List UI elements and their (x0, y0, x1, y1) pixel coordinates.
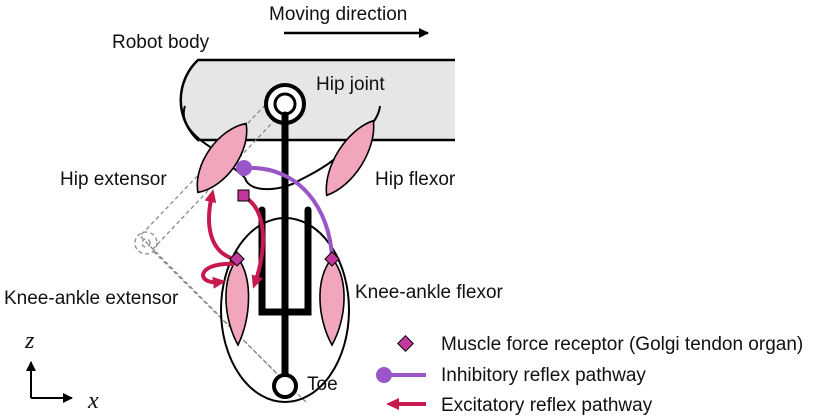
moving-direction-label: Moving direction (269, 4, 407, 25)
excitatory-pathways (201, 189, 265, 289)
hip-extensor-receptor (237, 189, 250, 202)
hip-flexor-label: Hip flexor (375, 169, 456, 190)
muscles (196, 119, 375, 347)
hip-extensor-label: Hip extensor (60, 169, 167, 190)
inhibitory-pathway (236, 160, 334, 259)
hip-joint-label: Hip joint (316, 74, 385, 95)
force-receptors (229, 189, 340, 267)
knee-ankle-extensor-receptor (229, 251, 245, 267)
z-axis-label: z (24, 328, 35, 354)
knee-ankle-extensor-muscle (225, 256, 250, 347)
legend-receptor-icon (397, 335, 414, 352)
hip-flexor-muscle (325, 119, 375, 197)
hip-extensor-muscle (196, 122, 248, 194)
leg-skeleton (258, 111, 312, 389)
toe-circle (272, 373, 298, 399)
coordinate-axes (26, 361, 73, 403)
x-axis-label: x (87, 388, 99, 414)
robot-body-label: Robot body (112, 32, 210, 53)
toe-label: Toe (307, 374, 338, 395)
legend-inhibitory-label: Inhibitory reflex pathway (441, 365, 646, 386)
knee-ankle-flexor-receptor (324, 251, 340, 267)
legend: Muscle force receptor (Golgi tendon orga… (376, 334, 803, 416)
robot-body (179, 58, 455, 142)
legend-receptor-label: Muscle force receptor (Golgi tendon orga… (441, 334, 803, 355)
knee-ankle-flexor-muscle (319, 256, 345, 347)
legend-excitatory-label: Excitatory reflex pathway (441, 395, 653, 416)
knee-ankle-extensor-label: Knee-ankle extensor (4, 288, 179, 309)
knee-ankle-flexor-label: Knee-ankle flexor (355, 282, 504, 303)
